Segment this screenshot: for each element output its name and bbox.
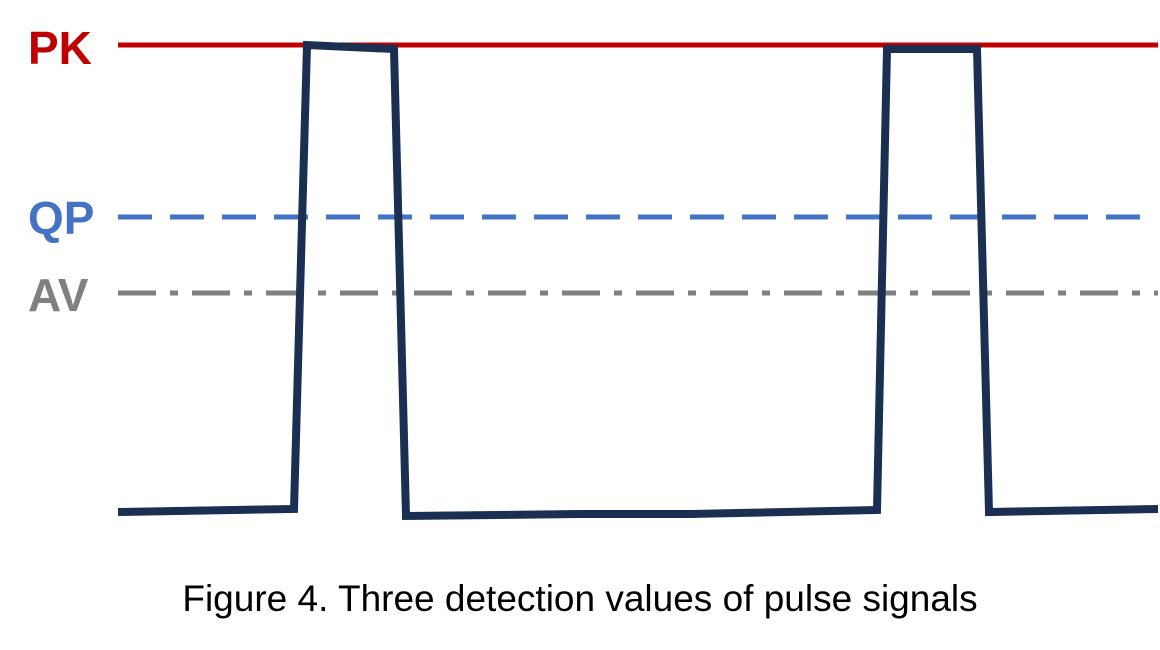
- figure-caption: Figure 4. Three detection values of puls…: [182, 578, 978, 619]
- pk-label: PK: [28, 22, 92, 74]
- av-label: AV: [28, 269, 89, 321]
- pulse-signal-diagram: PK QP AV: [28, 22, 1159, 521]
- qp-label: QP: [28, 192, 94, 244]
- pulse-waveform: [117, 40, 1159, 521]
